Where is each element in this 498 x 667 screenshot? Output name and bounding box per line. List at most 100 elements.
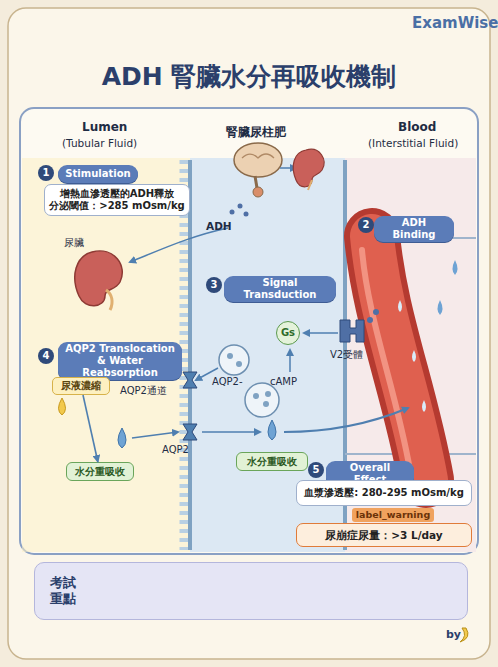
flow-arrow [83,395,98,462]
water-flow-part [59,398,66,415]
column-subheading: (Interstitial Fluid) [368,137,458,149]
info-box: 血漿滲透壓: 280-295 mOsm/kg [296,480,472,506]
v2-receptor [290,309,379,372]
v2-receptor-part [304,332,338,334]
water-flow [59,398,409,448]
aqp2-vesicle-part [227,353,233,359]
node-text: 考試重點 [47,575,79,608]
blood-vessel-part [398,300,402,312]
kidney-lumen-part [75,251,122,306]
aqp2-vesicle-part [219,345,249,375]
process-box: 水分重吸收 [236,452,308,471]
compartments [22,158,476,552]
v2-receptor-part [340,320,364,342]
node-text: 尿液濃縮 [61,380,101,392]
kidney-lumen-part [106,290,112,310]
kidney-icon-part [308,180,312,190]
v2-receptor-part [289,350,291,372]
part-label: AQP2- [212,376,243,387]
aqp2-vesicle-part [236,361,242,367]
callout-number: 3 [206,277,222,293]
node-text: 分泌閾值：>285 mOsm/kg [49,200,185,212]
aqp2-channel-part [183,424,197,440]
node-text: Signal Transduction [230,277,330,301]
blood-vessel-part [412,350,416,362]
cell-membrane [184,160,476,550]
brain-pituitary-part [244,212,249,217]
column-heading: Lumen [82,120,127,134]
hormone-label: ADH [206,220,232,232]
callout-number: 1 [38,165,54,181]
brain-pituitary-part [255,176,257,188]
column-heading: 腎臟尿柱肥 [226,124,286,141]
warning-tag: label_warning [352,508,434,522]
callout-number: 4 [38,348,54,364]
kidney-lumen-part [130,228,228,262]
compartments-part [22,158,190,552]
aqp2-channel-part [183,372,197,388]
blood-vessel-part [453,260,458,275]
brain-pituitary-part [230,210,235,215]
blood-vessel-part [422,400,426,412]
kidney-lumen [75,228,228,310]
aqp2-vesicle-part [245,383,279,417]
callout-number: 2 [358,217,374,233]
kidney-icon-part [293,149,324,186]
warning-box: 尿崩症尿量：>3 L/day [296,523,472,547]
aqp2-vesicle [196,345,279,417]
process-box: 尿液濃縮 [52,377,110,395]
blood-vessel-part [372,236,426,480]
blood-vessel-part [372,236,426,480]
part-label: AQP2 [162,444,189,455]
cell-membrane-part [188,160,192,550]
node-text: ADH Binding [380,217,448,241]
water-flow-part [118,428,126,448]
node-text: AQP2 Translocation & Water Reabsorption [64,343,176,379]
brain-pituitary-part [238,204,243,209]
aqp2-vesicle-part [263,401,269,407]
diagram-title: ADH 腎臟水分再吸收機制 [0,60,498,93]
blood-vessel-part [438,300,443,315]
node-text: Gs [281,327,295,339]
brain-pituitary-part [253,187,263,197]
brain-pituitary-part [234,143,282,177]
node-text: 尿崩症尿量：>3 L/day [325,529,442,542]
kidney-icon [293,149,324,190]
v2-receptor-part [367,317,373,323]
signal-label: cAMP [270,376,297,387]
column-subheading: (Tubular Fluid) [62,137,137,149]
aqp2-vesicle-part [265,391,271,397]
aqp2-channel [183,372,197,440]
column-heading: Blood [398,120,436,134]
water-flow-part [268,420,276,440]
process-box: 水分重吸收 [66,462,134,481]
brain-pituitary [230,143,297,217]
brain-pituitary-part [242,154,274,158]
step-pill: Signal Transduction [224,276,336,302]
summary-band: 考試重點 [34,562,468,620]
protein-circle: Gs [276,321,300,345]
node-text: 水分重吸收 [75,466,125,478]
part-label: AQP2通道 [120,384,167,398]
brand-mark: ExamWise [412,14,498,32]
part-label: V2受體 [330,348,363,362]
water-flow-part [284,408,408,432]
blood-vessel [362,236,458,480]
frame-part [8,8,490,659]
info-box: 增熱血滲透壓的ADH釋放分泌閾值：>285 mOsm/kg [44,184,190,216]
node-text: 水分重吸收 [247,456,297,468]
v2-receptor-part [373,309,379,315]
step-pill: ADH Binding [374,216,454,242]
step-pill: Stimulation [58,165,138,183]
credit-label: by [446,628,461,641]
callout-number: 5 [308,462,324,478]
frame-part [20,108,478,554]
node-text: 血漿滲透壓: 280-295 mOsm/kg [304,487,464,499]
node-text: Stimulation [65,168,130,180]
node-text: label_warning [356,509,430,520]
